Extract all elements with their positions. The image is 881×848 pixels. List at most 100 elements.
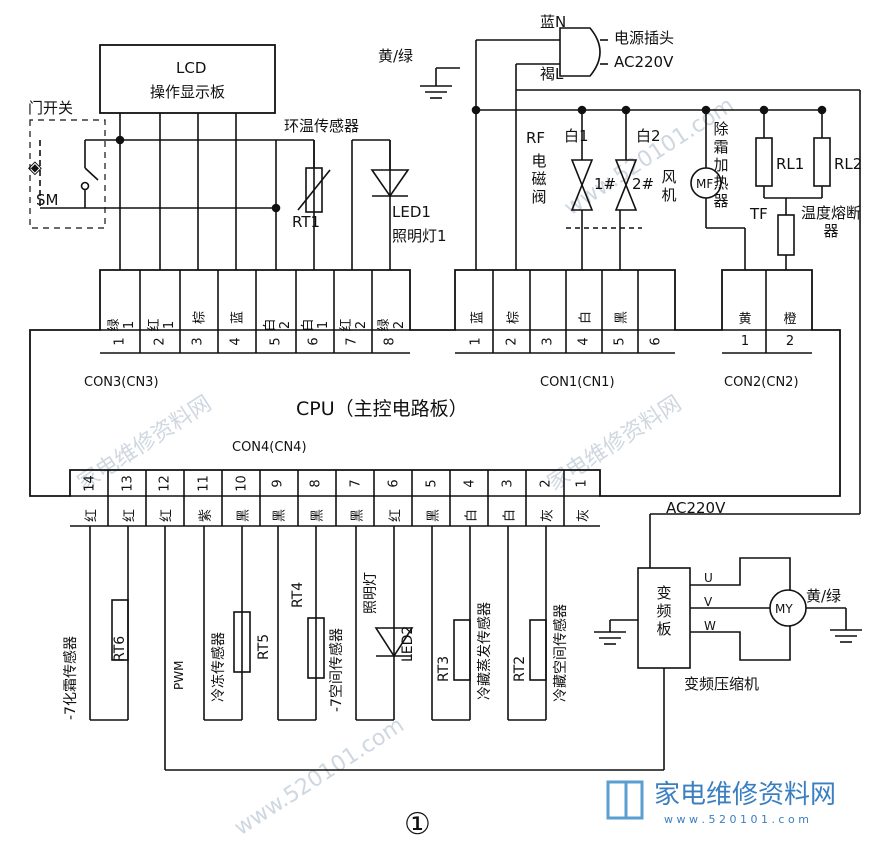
brand-logo-icon: [606, 780, 644, 820]
white2-label: 白2: [636, 127, 661, 145]
con4-wire-11: 白: [464, 509, 480, 523]
con4-wire-9: 红: [388, 509, 404, 523]
rt6-sensor: [111, 599, 129, 661]
rf-label: RF: [526, 129, 546, 147]
con4-pin-10: 10: [234, 475, 250, 492]
rl1-code: RL1: [776, 155, 805, 173]
valve1: [570, 159, 594, 211]
con4-wire-14: 灰: [576, 509, 592, 523]
rt4-label: -7空间传感器: [329, 628, 345, 712]
rt3-code: RT3: [436, 655, 452, 682]
con3-pin-3: 3: [190, 337, 206, 346]
con3-pin-7: 7: [344, 337, 360, 346]
valve2-code: 2#: [632, 175, 655, 193]
con2-wire-1: 黄: [738, 312, 752, 327]
door-switch-dashed: [29, 119, 106, 229]
w-label: W: [704, 619, 716, 633]
con4-pin-14: 14: [82, 475, 98, 492]
brand-watermark: 家电维修资料网 w w w . 5 2 0 1 0 1 . c o m: [604, 776, 836, 828]
con1-wire-1: 蓝: [470, 311, 486, 325]
rt1-resistor: [305, 167, 323, 213]
led2-code: LED2: [400, 625, 416, 662]
con1-dividers: [492, 270, 639, 353]
defrost-heater-label: 除霜加热器: [713, 120, 729, 210]
con4-wire-1: 红: [84, 509, 100, 523]
con3-pin-8: 8: [382, 337, 398, 346]
con4-wire-2: 红: [122, 509, 138, 523]
rt2-label: 冷藏空间传感器: [553, 604, 569, 702]
door-switch-icon: ◈: [28, 157, 42, 178]
brand-site: w w w . 5 2 0 1 0 1 . c o m: [664, 813, 809, 826]
rt3-label: 冷藏蒸发传感器: [477, 602, 493, 700]
con3-pin-2: 2: [152, 337, 168, 346]
con1-pin-5: 5: [612, 337, 628, 346]
con4-pin-7: 7: [348, 479, 364, 488]
rt5-code: RT5: [256, 633, 272, 660]
ambient-sensor-label: 环温传感器: [284, 117, 360, 135]
fuse-label: 温度熔断器: [800, 204, 861, 240]
rt5-sensor: [233, 611, 251, 673]
motor-ground-label: 黄/绿: [806, 587, 842, 605]
con4-pin-9: 9: [270, 479, 286, 488]
con4-wire-4: 紫: [198, 509, 214, 523]
fan-code: MF: [696, 177, 714, 191]
con2-wire-2: 橙: [783, 312, 797, 327]
rf-valve-label: 电磁阀: [531, 152, 547, 206]
con3-dividers: [139, 270, 373, 353]
con3-wire-4: 蓝: [230, 311, 246, 325]
con4-wire-12: 白: [502, 509, 518, 523]
inverter-label: 变频板: [656, 584, 672, 638]
con4-pin-2: 2: [538, 479, 554, 488]
valve1-code: 1#: [594, 175, 617, 193]
con1-pin-2: 2: [504, 337, 520, 346]
rt5-label: 冷冻传感器: [211, 632, 227, 702]
voltage-label: AC220V: [614, 53, 674, 71]
con4-pin-6: 6: [386, 479, 402, 488]
con3-pin-6: 6: [306, 337, 322, 346]
lcd-board-box: [99, 44, 276, 114]
con4-pin-1: 1: [574, 479, 590, 488]
con4-wire-13: 灰: [540, 509, 556, 523]
door-switch-label: 门开关: [28, 99, 74, 117]
brand-name: 家电维修资料网: [654, 780, 837, 810]
motor-code: MY: [775, 602, 793, 616]
con4-pin-11: 11: [196, 475, 212, 492]
con1-wire-5: 黑: [614, 311, 630, 325]
door-switch-code: SM: [36, 191, 59, 209]
power-ground-label: 黄/绿: [378, 47, 414, 65]
rt3-sensor: [453, 619, 471, 681]
pwm-label: PWM: [172, 660, 186, 690]
con1-wire-2: 棕: [506, 311, 522, 325]
plug-label: 电源插头: [614, 29, 675, 47]
con3-wire-3: 棕: [192, 311, 208, 325]
u-label: U: [704, 571, 713, 585]
con3-pin-5: 5: [268, 337, 284, 346]
con2-pin-2: 2: [785, 334, 795, 349]
rt4-sensor: [307, 617, 325, 679]
con1-pin-6: 6: [648, 337, 664, 346]
con4-pin-12: 12: [157, 475, 173, 492]
con1-wire-4: 白: [578, 311, 594, 325]
con1-pin-1: 1: [468, 337, 484, 346]
con4-wire-8: 黑: [350, 509, 366, 523]
con4-pin-3: 3: [500, 479, 516, 488]
con4-pin-13: 13: [120, 475, 136, 492]
led2-label: 照明灯: [363, 572, 379, 614]
rl2-heater: [813, 137, 831, 187]
rt1-code: RT1: [292, 213, 321, 231]
con4-pin-5: 5: [424, 479, 440, 488]
con3-pin-1: 1: [112, 337, 128, 346]
rt6-label: -7化霜传感器: [63, 636, 79, 720]
con4-wire-6: 黑: [272, 509, 288, 523]
rt6-code: RT6: [112, 635, 128, 662]
rl1-heater: [755, 137, 773, 187]
cpu-board-outline: [29, 269, 841, 497]
con4-wire-7: 黑: [310, 509, 326, 523]
led2-diode: [374, 627, 414, 658]
rl2-code: RL2: [834, 155, 863, 173]
fan-label: 风机: [661, 168, 677, 204]
con3-pin-4: 4: [228, 337, 244, 346]
rt2-sensor: [529, 619, 547, 681]
con1-pin-3: 3: [540, 337, 556, 346]
